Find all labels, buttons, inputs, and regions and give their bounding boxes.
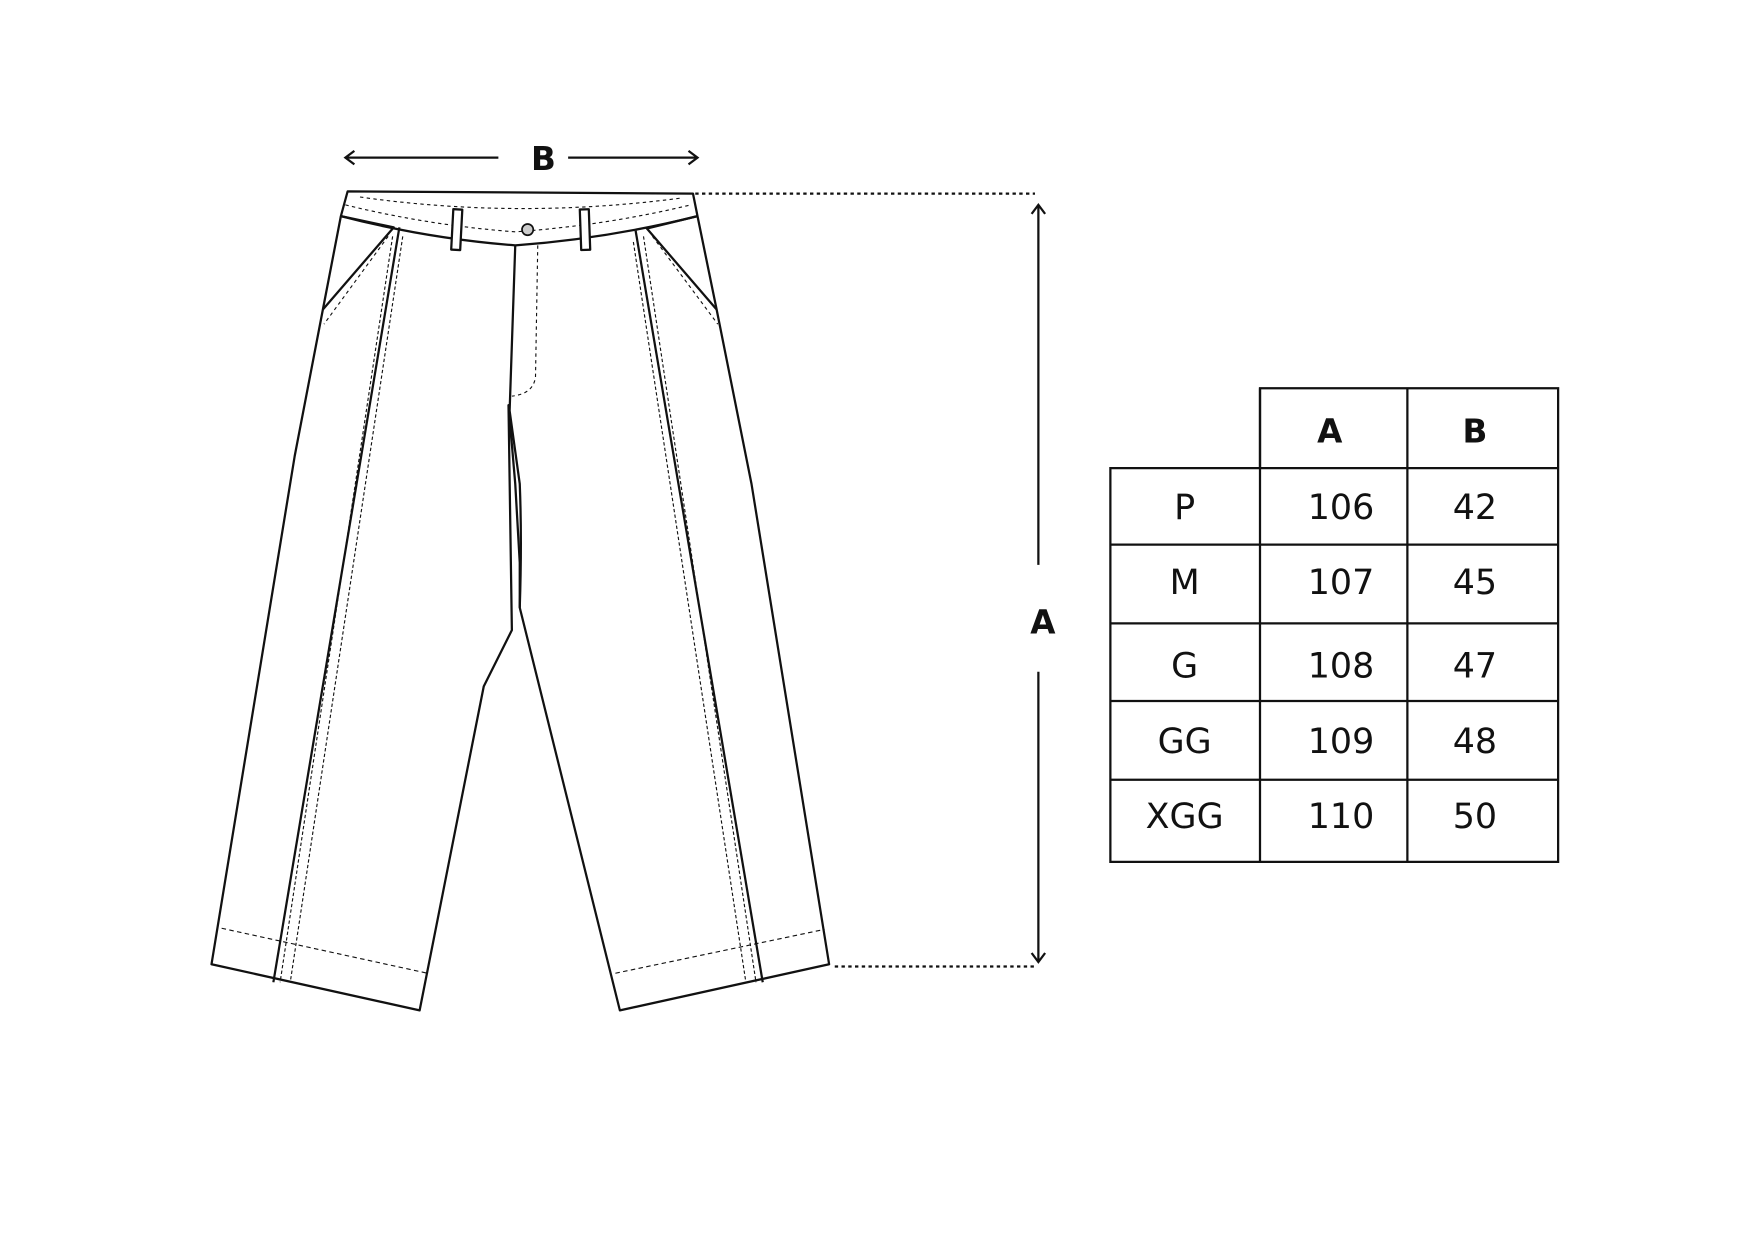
right-side-seam-stitch [632, 236, 757, 983]
waistband-inner [359, 196, 681, 210]
dimension-label-a: A [1030, 604, 1056, 642]
table-row: M 107 45 [1170, 563, 1497, 603]
pants-illustration [210, 190, 831, 1012]
dimension-label-b: B [531, 140, 556, 178]
belt-loop-right [578, 208, 592, 252]
left-pocket [322, 215, 395, 311]
value-b: 50 [1453, 797, 1497, 837]
fly-stitch [511, 245, 539, 397]
value-a: 106 [1308, 488, 1375, 528]
center-seam [508, 245, 522, 608]
size-table [1109, 387, 1560, 863]
button-icon [521, 223, 535, 237]
value-a: 107 [1308, 563, 1375, 603]
table-header-a: A [1317, 412, 1343, 450]
value-b: 42 [1453, 488, 1497, 528]
size-label: GG [1158, 722, 1212, 762]
left-side-seam [272, 227, 401, 983]
value-b: 48 [1453, 722, 1497, 762]
left-side-seam-stitch [279, 236, 404, 983]
table-row: P 106 42 [1174, 488, 1497, 528]
size-label: XGG [1146, 797, 1224, 837]
value-a: 108 [1308, 646, 1375, 686]
left-hem-stitch [221, 927, 428, 974]
dimension-b [343, 149, 700, 166]
dimension-a [695, 192, 1047, 968]
belt-loop-left [450, 208, 464, 252]
size-label: G [1171, 646, 1198, 686]
value-a: 110 [1308, 797, 1375, 837]
table-header-b: B [1462, 412, 1487, 450]
table-row: XGG 110 50 [1146, 797, 1497, 837]
value-b: 47 [1453, 646, 1497, 686]
size-label: M [1170, 563, 1200, 603]
right-pocket [645, 215, 718, 311]
size-label: P [1174, 488, 1195, 528]
left-pocket-stitch [323, 236, 389, 325]
table-row: G 108 47 [1171, 646, 1497, 686]
right-hem-stitch [615, 928, 825, 974]
right-pocket-stitch [652, 236, 719, 325]
value-b: 45 [1453, 563, 1497, 603]
value-a: 109 [1308, 722, 1375, 762]
table-row: GG 109 48 [1158, 722, 1497, 762]
